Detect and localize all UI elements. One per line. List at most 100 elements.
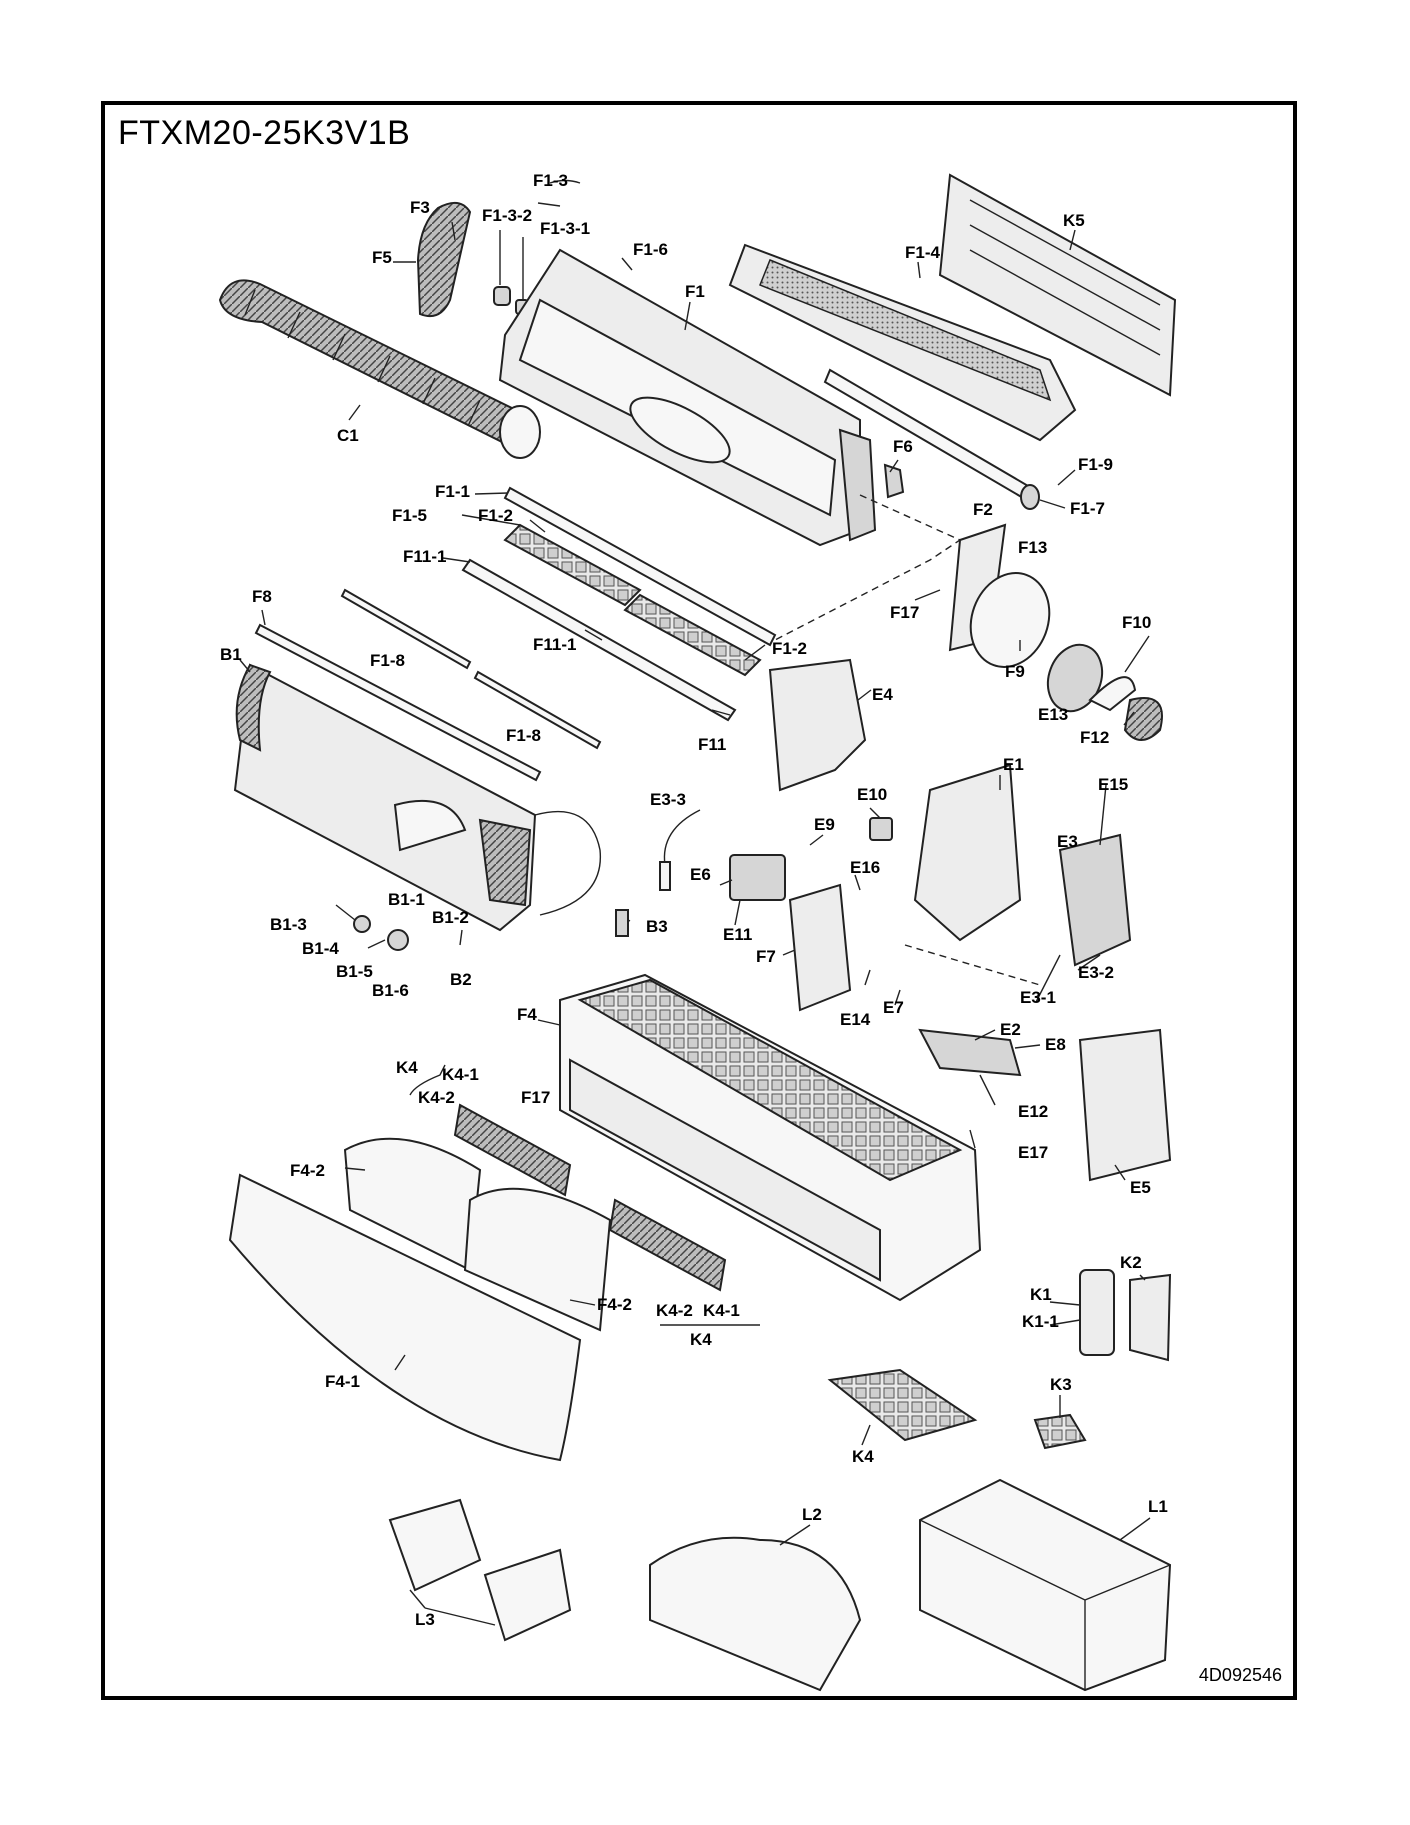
- air-filter-f4-2-left: [343, 1137, 482, 1272]
- label-E3-3: E3-3: [650, 790, 686, 809]
- bar-f1-8-lower: [473, 670, 602, 750]
- filter-k4-left: [453, 1103, 572, 1197]
- remote-control-k1: [1079, 1269, 1115, 1356]
- label-F1-3-1: F1-3-1: [540, 219, 590, 238]
- fan-motor-e13: [1046, 643, 1104, 713]
- label-K4-2-bottom: K4-2: [656, 1301, 693, 1320]
- label-E1: E1: [1003, 755, 1024, 774]
- label-F4-2-left: F4-2: [290, 1161, 325, 1180]
- label-B3: B3: [646, 917, 668, 936]
- label-K4-1-bottom: K4-1: [703, 1301, 740, 1320]
- bearing-f1-3-2: [493, 286, 511, 306]
- drawing-border: [101, 101, 1297, 1700]
- control-box-cover-e4: [768, 658, 867, 792]
- label-F7: F7: [756, 947, 776, 966]
- label-K4-2-top: K4-2: [418, 1088, 455, 1107]
- packing-cover-l2: [649, 1536, 862, 1692]
- label-F1-9: F1-9: [1078, 455, 1113, 474]
- label-K4-grille: K4: [852, 1447, 874, 1466]
- label-B1-3: B1-3: [270, 915, 307, 934]
- label-F1-2-lower: F1-2: [772, 639, 807, 658]
- label-F1-6: F1-6: [633, 240, 668, 259]
- label-E6: E6: [690, 865, 711, 884]
- label-E4: E4: [872, 685, 893, 704]
- label-F6: F6: [893, 437, 913, 456]
- washer-b1-5: [387, 929, 409, 951]
- pcb-e3: [1058, 833, 1132, 967]
- label-F1-8-lower: F1-8: [506, 726, 541, 745]
- label-F11-1-upper: F11-1: [403, 547, 446, 566]
- label-F1: F1: [685, 282, 705, 301]
- bar-f11: [461, 558, 737, 722]
- terminal-block-e6: [729, 854, 786, 901]
- packing-block-l3-left: [388, 1498, 482, 1592]
- drain-pan-f1-4: [728, 243, 1077, 442]
- label-K1-1: K1-1: [1022, 1312, 1059, 1331]
- part-e10: [869, 817, 893, 841]
- label-F12: F12: [1080, 728, 1109, 747]
- part-e8: [918, 1028, 1022, 1077]
- bar-f1-8-upper: [340, 588, 472, 670]
- label-F3: F3: [410, 198, 430, 217]
- label-L3: L3: [415, 1610, 435, 1629]
- label-B1-1: B1-1: [388, 890, 425, 909]
- label-C1: C1: [337, 426, 359, 445]
- label-F1-2-upper: F1-2: [478, 506, 513, 525]
- label-F4-2-right: F4-2: [597, 1295, 632, 1314]
- cross-flow-fan-c1: [218, 279, 541, 459]
- label-E17: E17: [1018, 1143, 1048, 1162]
- label-K5: K5: [1063, 211, 1085, 230]
- bracket-f10: [1088, 676, 1137, 712]
- filter-k4-bottom: [827, 1368, 978, 1442]
- label-F13: F13: [1018, 538, 1047, 557]
- label-K4-1-top: K4-1: [442, 1065, 479, 1084]
- evaporator-b1: [233, 663, 602, 932]
- label-F1-5: F1-5: [392, 506, 427, 525]
- control-box-e1: [913, 763, 1022, 942]
- label-E9: E9: [814, 815, 835, 834]
- label-L2: L2: [802, 1505, 822, 1524]
- label-F17-lower: F17: [521, 1088, 550, 1107]
- cover-f12: [1123, 697, 1163, 741]
- label-B1-5: B1-5: [336, 962, 373, 981]
- bearing-holder-f3: [416, 201, 472, 318]
- label-B1-6: B1-6: [372, 981, 409, 1000]
- label-L1: L1: [1148, 1497, 1168, 1516]
- label-F11-1-lower: F11-1: [533, 635, 576, 654]
- label-E14: E14: [840, 1010, 871, 1029]
- flap-assembly-f1-2-upper: [503, 523, 642, 607]
- mounting-plate-k5: [938, 173, 1177, 397]
- label-E7: E7: [883, 998, 904, 1017]
- label-F4: F4: [517, 1005, 537, 1024]
- flap-assembly-f1-2-lower: [623, 593, 762, 677]
- air-filter-f4-2-right: [463, 1187, 612, 1332]
- label-E11: E11: [723, 925, 752, 944]
- dashed-connector-pcb: [904, 944, 1041, 986]
- label-K3: K3: [1050, 1375, 1072, 1394]
- label-F4-1: F4-1: [325, 1372, 360, 1391]
- label-F1-4: F1-4: [905, 243, 941, 262]
- label-E16: E16: [850, 858, 880, 877]
- cover-f7: [788, 883, 852, 1012]
- shaft-f1-7: [823, 368, 1040, 510]
- label-K4-bottom: K4: [690, 1330, 712, 1349]
- label-E5: E5: [1130, 1178, 1151, 1197]
- bar-f8: [254, 623, 542, 782]
- label-E13: E13: [1038, 705, 1068, 724]
- label-E15: E15: [1098, 775, 1128, 794]
- bar-f1-1: [503, 486, 777, 647]
- cover-e5: [1078, 1028, 1172, 1182]
- part-labels: F1-3 F3 F1-3-2 F1-3-1 F1-6 F5 F1 F1-4 K5…: [220, 171, 1168, 1629]
- packing-box-l1: [919, 1478, 1172, 1692]
- sensor-e3-3: [663, 809, 701, 866]
- label-F5: F5: [372, 248, 392, 267]
- part-k3: [1033, 1413, 1087, 1450]
- document-number: 4D092546: [1198, 1665, 1282, 1685]
- label-B1-4: B1-4: [302, 939, 339, 958]
- part-f6: [883, 463, 905, 499]
- label-F1-1: F1-1: [435, 482, 470, 501]
- label-K2: K2: [1120, 1253, 1142, 1272]
- label-E10: E10: [857, 785, 887, 804]
- label-B1-2: B1-2: [432, 908, 469, 927]
